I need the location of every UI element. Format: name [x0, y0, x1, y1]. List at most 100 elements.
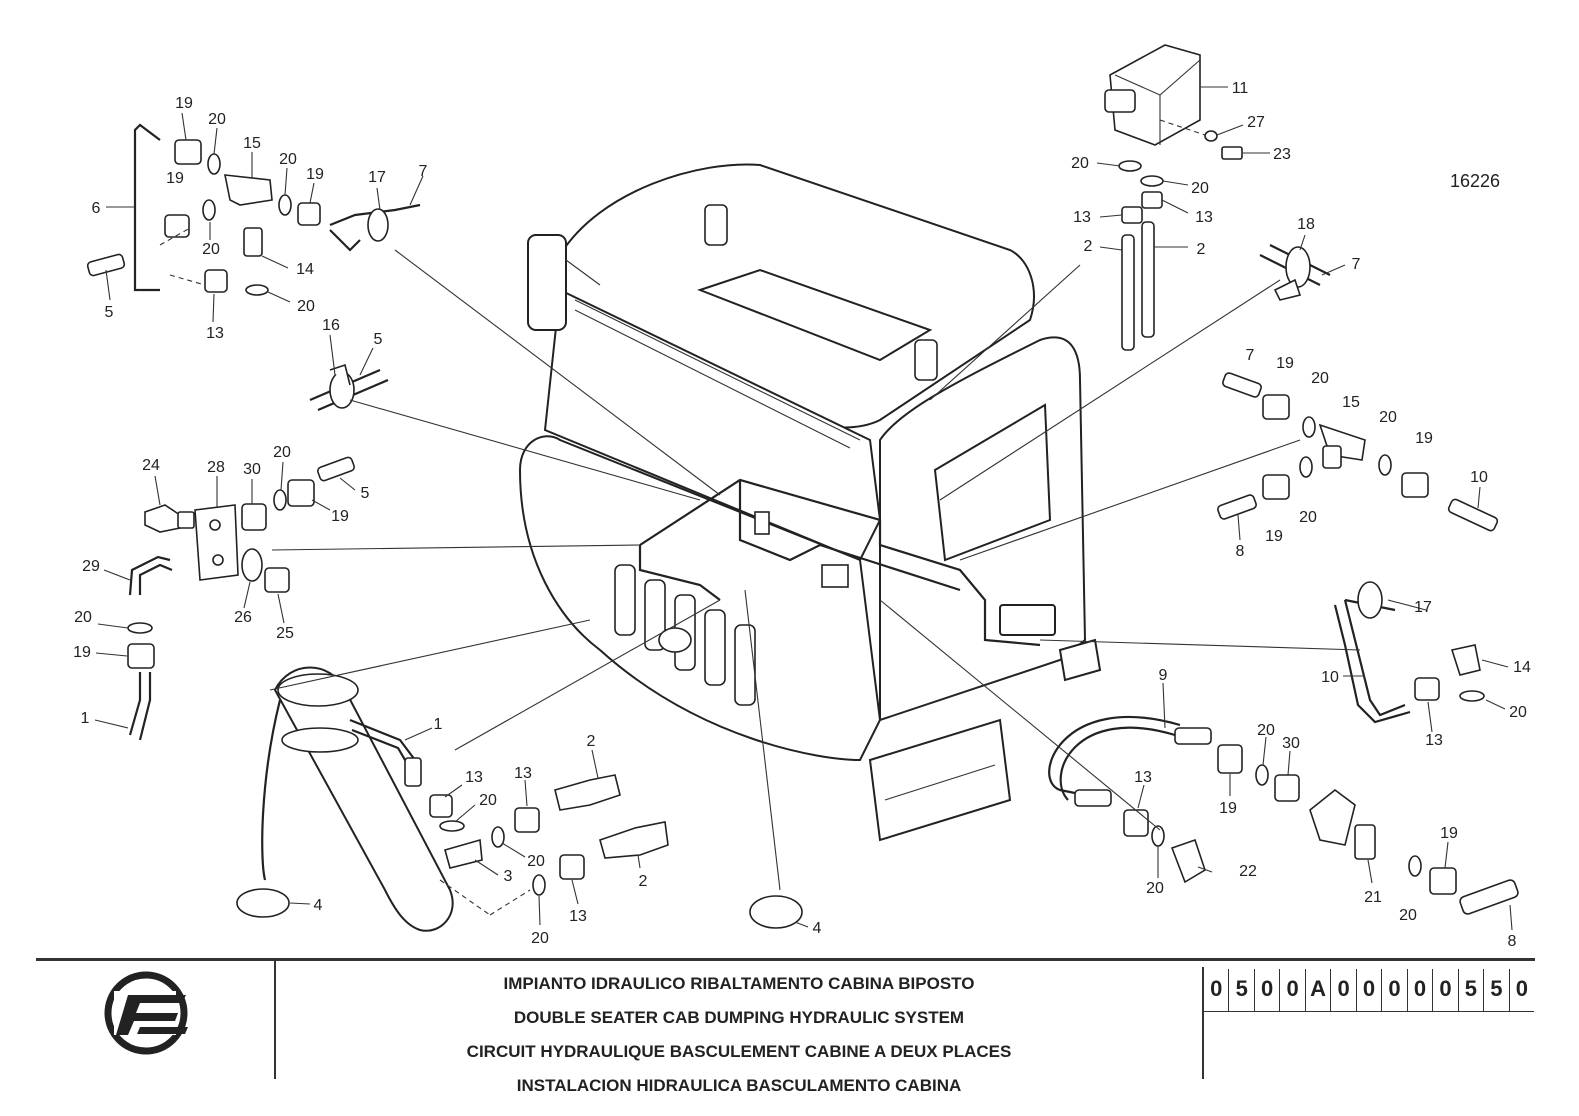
code-char: 5: [1483, 969, 1508, 1011]
pipe-clamp-left: [309, 363, 389, 412]
callout-label: 22: [1239, 863, 1257, 880]
callout-label: 8: [1508, 933, 1517, 950]
callout-label: 13: [1425, 732, 1443, 749]
callout-label: 30: [1282, 735, 1300, 752]
top-left-fittings: [86, 123, 421, 296]
callout-label: 2: [1197, 241, 1206, 258]
callout-label: 20: [1191, 180, 1209, 197]
callout-label: 25: [276, 625, 294, 642]
callout-label: 17: [1414, 599, 1432, 616]
callout-label: 7: [419, 163, 428, 180]
callout-label: 15: [1342, 394, 1360, 411]
callout-label: 20: [1379, 409, 1397, 426]
lower-right-hoses: [1048, 716, 1519, 915]
callout-label: 20: [1509, 704, 1527, 721]
title-block: IMPIANTO IDRAULICO RIBALTAMENTO CABINA B…: [36, 958, 1535, 1095]
callout-labels: 19 20 15 20 19 19 17 7 6 20 14 5 13 20 1…: [73, 80, 1531, 950]
title-english: DOUBLE SEATER CAB DUMPING HYDRAULIC SYST…: [513, 1008, 965, 1027]
company-logo-icon: [104, 971, 188, 1055]
code-char: 0: [1355, 969, 1381, 1011]
callout-label: 20: [279, 151, 297, 168]
tilt-cylinder: [236, 666, 803, 932]
callout-label: 2: [639, 873, 648, 890]
callout-label: 19: [166, 170, 184, 187]
code-char: 0: [1330, 969, 1355, 1011]
callout-label: 19: [1219, 800, 1237, 817]
code-char: 5: [1228, 969, 1253, 1011]
code-char: 0: [1406, 969, 1432, 1011]
exploded-parts-diagram: 19 20 15 20 19 19 17 7 6 20 14 5 13 20 1…: [73, 44, 1531, 950]
code-char: 0: [1253, 969, 1279, 1011]
callout-label: 19: [1276, 355, 1294, 372]
callout-label: 13: [1195, 209, 1213, 226]
callout-label: 16: [322, 317, 340, 334]
title-french: CIRCUIT HYDRAULIQUE BASCULEMENT CABINE A…: [466, 1042, 1012, 1061]
callout-label: 10: [1470, 469, 1488, 486]
callout-label: 9: [1159, 667, 1168, 684]
callout-label: 19: [73, 644, 91, 661]
logo-cell: [36, 961, 276, 1079]
callout-label: 20: [202, 241, 220, 258]
callout-label: 19: [331, 508, 349, 525]
drawing-code: 0 5 0 0 A 0 0 0 0 0 5 5 0: [1204, 969, 1534, 1012]
pipe-clamp-right: [1259, 244, 1331, 301]
code-char: 0: [1508, 969, 1534, 1011]
callout-label: 14: [1513, 659, 1531, 676]
left-middle-fittings: [127, 456, 355, 741]
callout-label: 5: [361, 485, 370, 502]
valve-assembly: [1104, 44, 1243, 351]
callout-label: 11: [1232, 80, 1249, 97]
callout-label: 19: [1265, 528, 1283, 545]
callout-label: 6: [92, 200, 101, 217]
title-italian: IMPIANTO IDRAULICO RIBALTAMENTO CABINA B…: [503, 974, 975, 993]
callout-label: 4: [813, 920, 822, 937]
callout-label: 1: [434, 716, 443, 733]
callout-label: 2: [587, 733, 596, 750]
callout-label: 13: [465, 769, 483, 786]
right-middle-fittings: [1217, 372, 1499, 532]
callout-label: 24: [142, 457, 160, 474]
title-lines: IMPIANTO IDRAULICO RIBALTAMENTO CABINA B…: [276, 967, 1204, 1095]
callout-label: 28: [207, 459, 225, 476]
callout-label: 20: [74, 609, 92, 626]
callout-label: 5: [105, 304, 114, 321]
callout-leaders: [94, 86, 1513, 931]
callout-label: 20: [1399, 907, 1417, 924]
code-char: 0: [1432, 969, 1457, 1011]
callout-label: 26: [234, 609, 252, 626]
callout-label: 20: [1146, 880, 1164, 897]
callout-label: 8: [1236, 543, 1245, 560]
callout-label: 20: [297, 298, 315, 315]
callout-label: 30: [243, 461, 261, 478]
callout-label: 2: [1084, 238, 1093, 255]
callout-label: 20: [1299, 509, 1317, 526]
callout-label: 10: [1321, 669, 1339, 686]
callout-label: 1: [81, 710, 90, 727]
callout-label: 4: [314, 897, 323, 914]
right-pipe-fittings: [1333, 581, 1485, 724]
callout-label: 20: [1071, 155, 1089, 172]
callout-label: 20: [531, 930, 549, 947]
title-spanish: INSTALACION HIDRAULICA BASCULAMENTO CABI…: [516, 1076, 962, 1095]
callout-label: 3: [504, 868, 513, 885]
callout-label: 20: [1257, 722, 1275, 739]
callout-label: 21: [1364, 889, 1382, 906]
callout-label: 18: [1297, 216, 1315, 233]
callout-label: 19: [306, 166, 324, 183]
callout-label: 13: [1073, 209, 1091, 226]
code-char: A: [1304, 969, 1330, 1011]
callout-label: 13: [1134, 769, 1152, 786]
callout-label: 14: [296, 261, 314, 278]
callout-label: 13: [514, 765, 532, 782]
callout-label: 27: [1247, 114, 1265, 131]
code-char: 0: [1279, 969, 1304, 1011]
code-char: 5: [1457, 969, 1483, 1011]
callout-label: 17: [368, 169, 386, 186]
callout-label: 20: [1311, 370, 1329, 387]
callout-label: 29: [82, 558, 100, 575]
leader-lines: [269, 249, 1361, 891]
callout-label: 13: [569, 908, 587, 925]
callout-label: 20: [479, 792, 497, 809]
callout-label: 19: [175, 95, 193, 112]
drawing-number: 16226: [1450, 171, 1500, 191]
